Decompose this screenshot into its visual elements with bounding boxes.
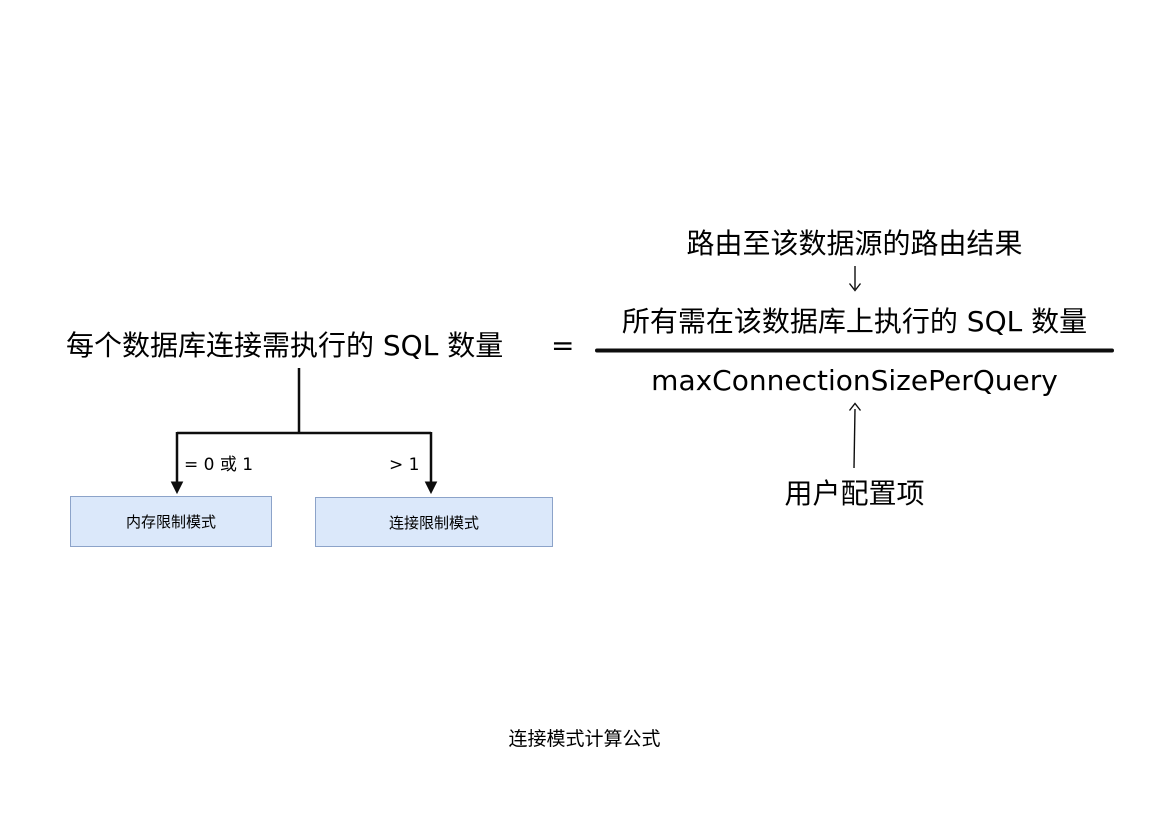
branch-left-arrowhead-icon	[170, 481, 184, 495]
arrow-up-icon	[848, 402, 862, 469]
branch-right-arrowhead-icon	[424, 481, 438, 495]
arrow-down-icon	[848, 266, 862, 292]
memory-limit-mode-label: 内存限制模式	[125, 513, 216, 531]
condition-label-right: > 1	[389, 455, 420, 475]
memory-limit-mode-box: 内存限制模式	[70, 496, 272, 547]
fraction-denominator: maxConnectionSizePerQuery	[651, 364, 1058, 397]
connection-limit-mode-label: 连接限制模式	[388, 513, 479, 532]
connection-limit-mode-box: 连接限制模式	[315, 497, 553, 547]
condition-label-left: = 0 或 1	[184, 455, 254, 475]
formula-left-label: 每个数据库连接需执行的 SQL 数量	[66, 329, 504, 362]
fraction-numerator: 所有需在该数据库上执行的 SQL 数量	[621, 305, 1088, 338]
numerator-annotation: 路由至该数据源的路由结果	[686, 227, 1023, 260]
equals-sign: =	[551, 329, 575, 362]
denominator-annotation: 用户配置项	[784, 477, 925, 510]
diagram-caption: 连接模式计算公式	[508, 728, 661, 750]
